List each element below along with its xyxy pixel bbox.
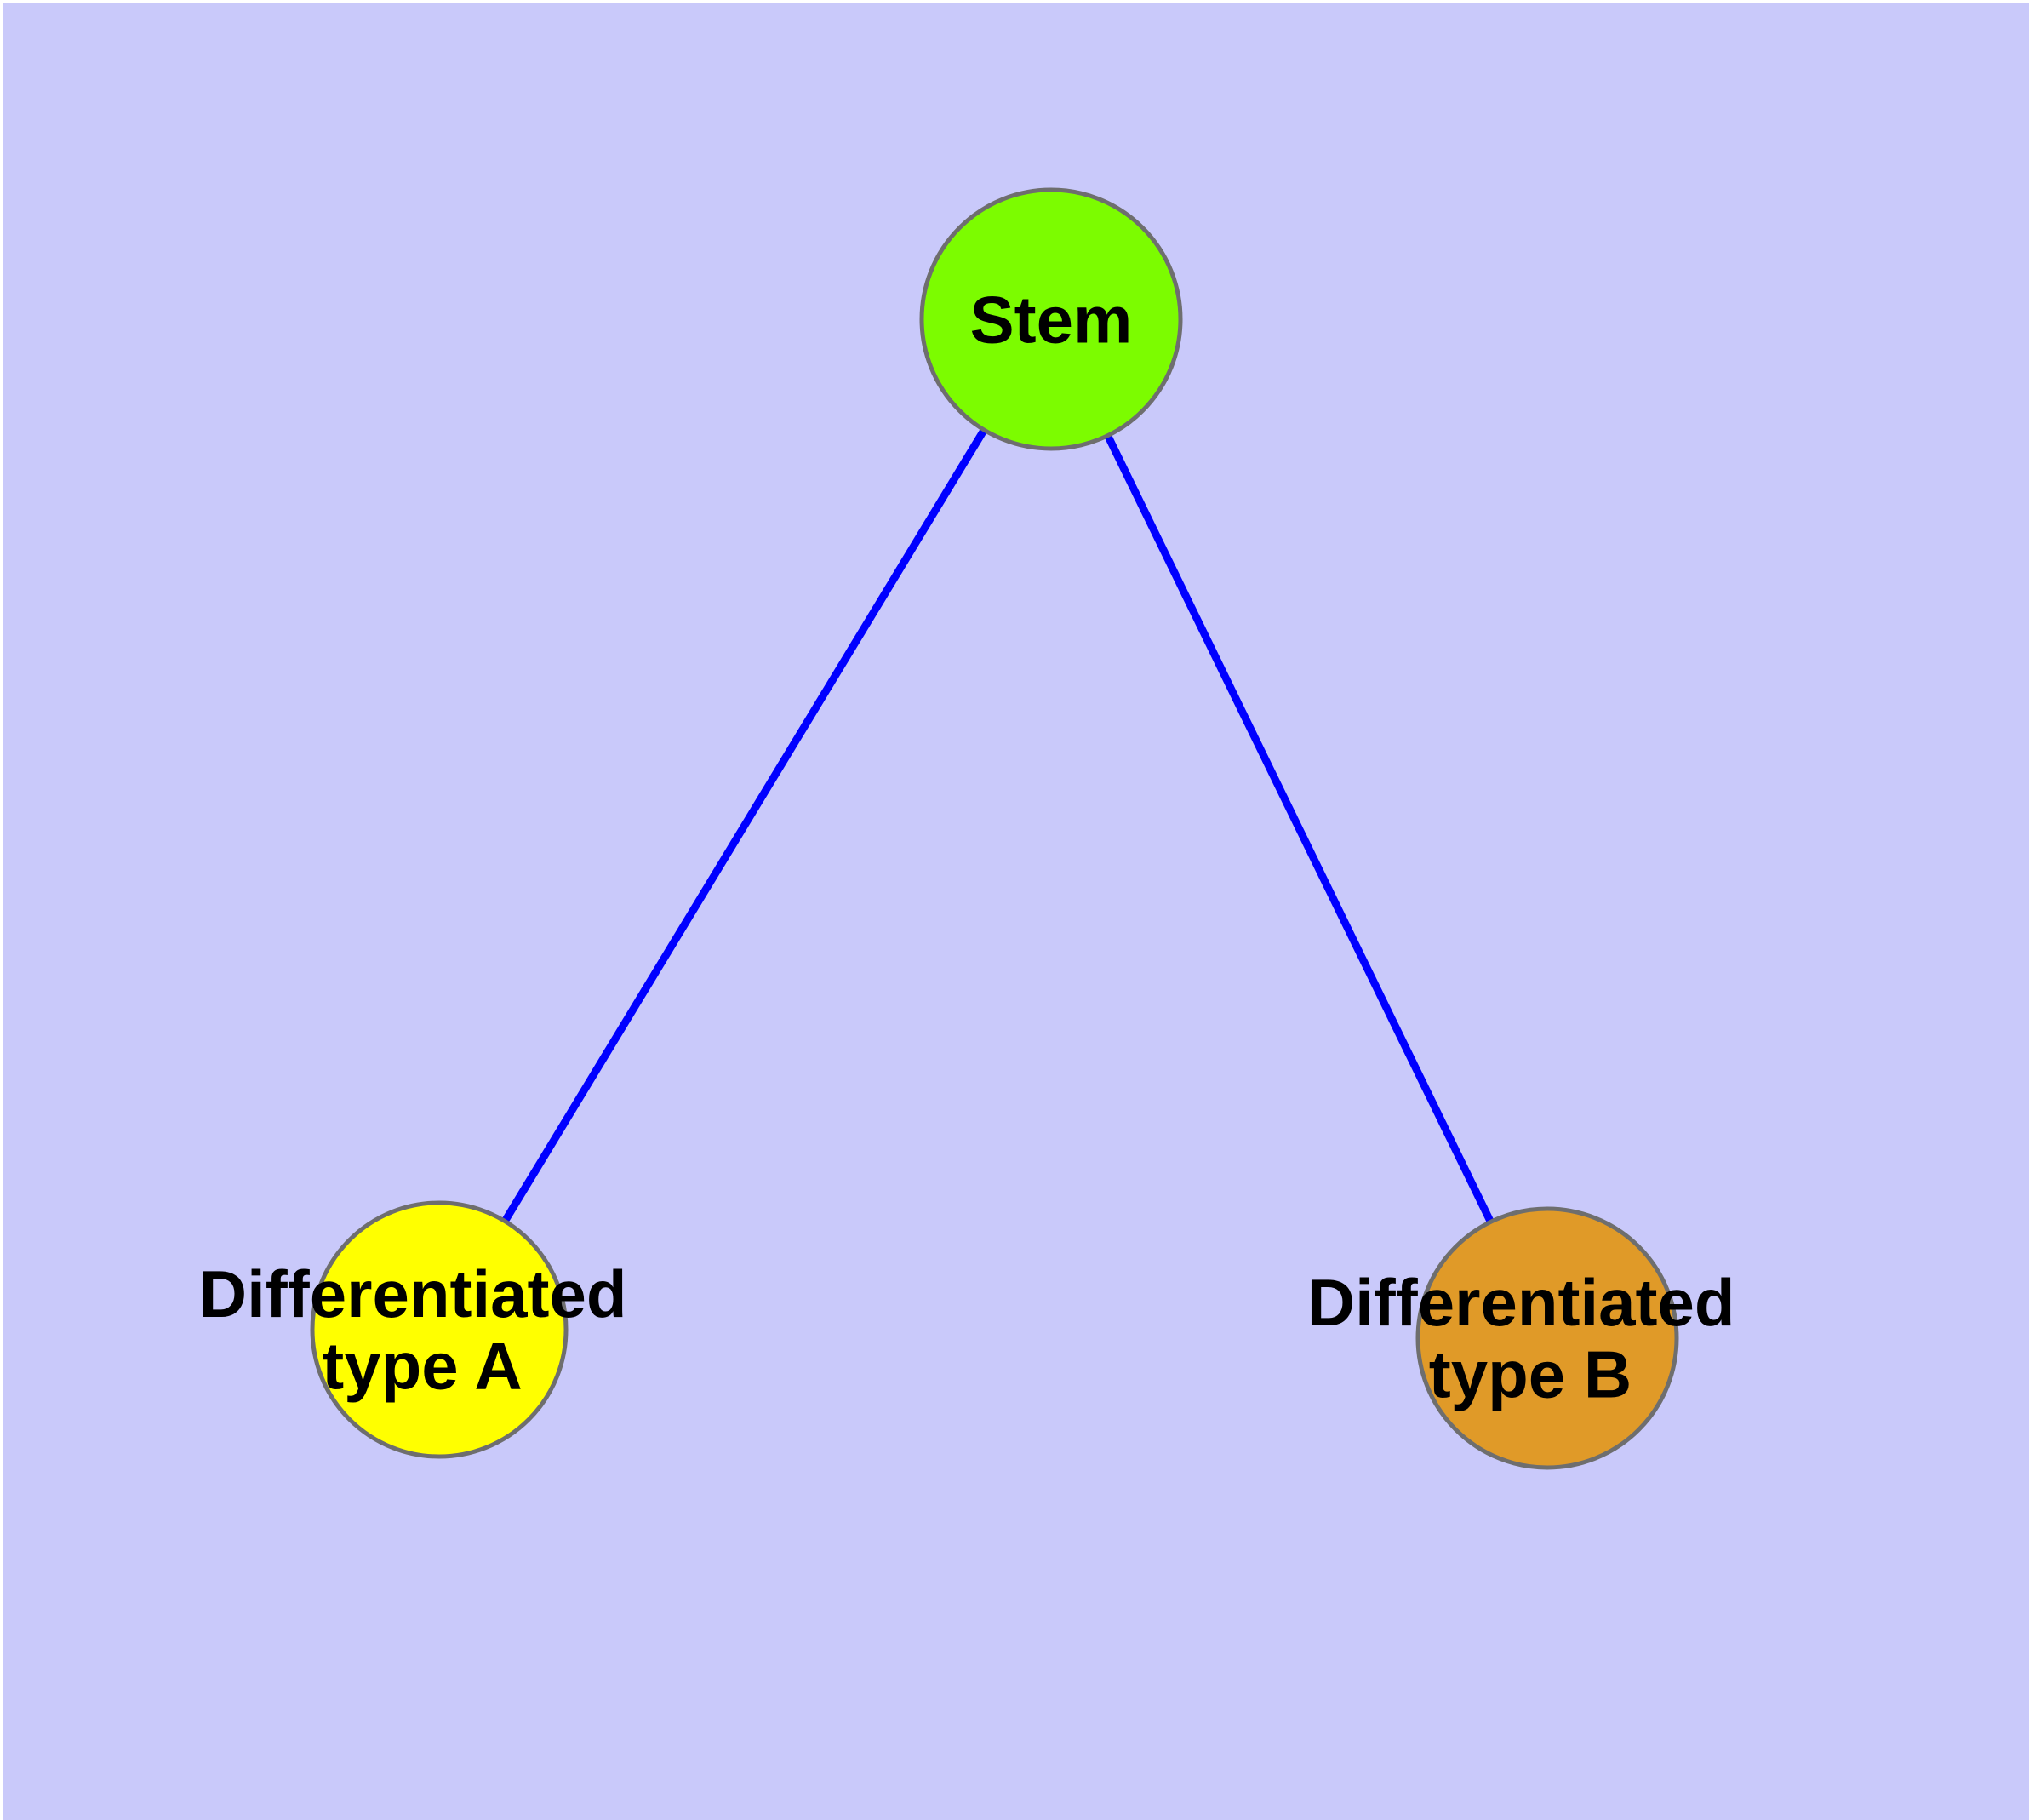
node-differentiated-type-b-circle[interactable] — [1415, 1206, 1679, 1470]
node-differentiated-type-b-label: Differentiated type B — [1307, 1265, 1753, 1411]
node-stem[interactable] — [919, 187, 1183, 451]
labels-layer: Stem Differentiated type A Differentiate… — [199, 282, 1753, 1411]
node-differentiated-type-a-label: Differentiated type A — [199, 1256, 645, 1403]
edge-stem-to-differentiated-type-b[interactable] — [1047, 318, 1552, 1340]
node-differentiated-type-b[interactable] — [1415, 1206, 1679, 1470]
nodes-layer — [310, 187, 1679, 1470]
edge-stem-to-differentiated-type-a[interactable] — [436, 317, 1055, 1332]
node-differentiated-type-a[interactable] — [310, 1200, 569, 1459]
node-stem-label: Stem — [970, 282, 1133, 357]
node-differentiated-type-a-circle[interactable] — [310, 1200, 569, 1459]
node-stem-circle[interactable] — [919, 187, 1183, 451]
edges-layer — [436, 317, 1552, 1340]
